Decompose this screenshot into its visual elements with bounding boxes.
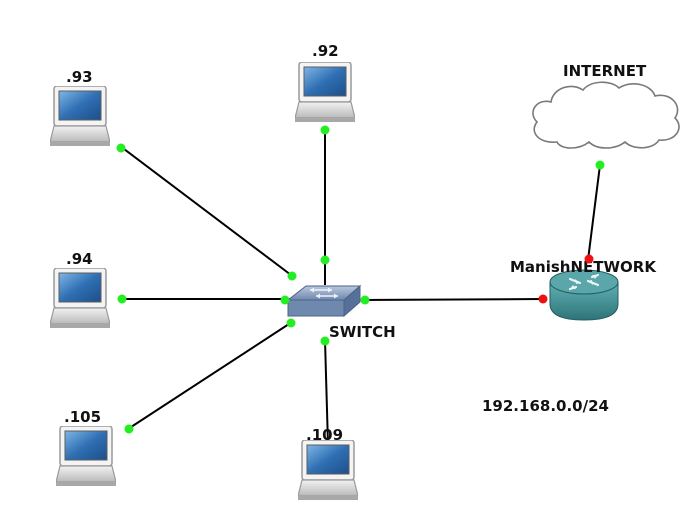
laptop-icon-92[interactable]: [295, 62, 355, 123]
switch-icon[interactable]: [286, 284, 362, 318]
router-icon[interactable]: [549, 269, 619, 321]
pc92-label: .92: [312, 42, 339, 60]
status-dot-switch-right: [360, 295, 370, 305]
switch-label: SWITCH: [329, 323, 396, 341]
laptop-icon-94[interactable]: [50, 268, 110, 329]
laptop-icon-105[interactable]: [56, 426, 116, 487]
status-dot-router-left: [538, 294, 548, 304]
status-dot-switch-pc92: [320, 255, 330, 265]
links-layer: [119, 129, 601, 446]
status-dot-pc94: [117, 294, 127, 304]
status-dot-switch-pc105: [286, 318, 296, 328]
link-internet-router[interactable]: [587, 164, 601, 261]
pc93-label: .93: [66, 68, 93, 86]
router-label: ManishNETWORK: [510, 258, 657, 276]
internet-label: INTERNET: [563, 62, 647, 80]
status-dot-switch-pc109: [320, 336, 330, 346]
laptop-icon-93[interactable]: [50, 86, 110, 147]
link-pc109-switch[interactable]: [324, 339, 329, 446]
link-switch-router[interactable]: [361, 298, 544, 301]
status-dot-switch-pc94: [280, 295, 290, 305]
pc105-label: .105: [64, 408, 101, 426]
link-pc105-switch[interactable]: [127, 321, 293, 430]
status-dot-pc93: [116, 143, 126, 153]
pc94-label: .94: [66, 250, 93, 268]
pc109-label: .109: [306, 426, 343, 444]
cloud-icon[interactable]: [532, 81, 680, 149]
status-dot-pc92: [320, 125, 330, 135]
status-dot-switch-pc93: [287, 271, 297, 281]
status-dot-internet: [595, 160, 605, 170]
laptop-icon-109[interactable]: [298, 440, 358, 501]
link-pc93-switch[interactable]: [119, 145, 296, 279]
status-dot-pc105: [124, 424, 134, 434]
status-dot-router-top: [584, 254, 594, 264]
network-subnet-label: 192.168.0.0/24: [482, 397, 609, 415]
link-status-dots: [116, 125, 605, 434]
